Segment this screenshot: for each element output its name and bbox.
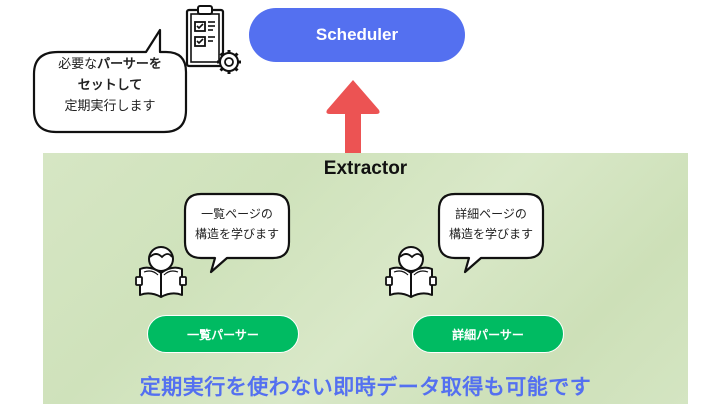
clipboard-gear-icon xyxy=(184,4,246,76)
person-reading-icon xyxy=(384,243,438,299)
scheduler-label: Scheduler xyxy=(315,25,399,44)
detail-parser-node: 詳細パーサー xyxy=(412,315,564,353)
bubble-text-bold: セットして xyxy=(77,78,143,93)
list-parser-node: 一覧パーサー xyxy=(147,315,299,353)
detail-parser-speech-bubble: 詳細ページの 構造を学びます xyxy=(437,192,545,274)
up-arrow-icon xyxy=(323,76,383,158)
bubble-text: 一覧ページの xyxy=(201,207,273,221)
bubble-text: 構造を学びます xyxy=(448,227,533,241)
scheduler-node: Scheduler xyxy=(249,8,465,62)
scheduler-speech-bubble: 必要なパーサーを セットして 定期実行します xyxy=(28,26,198,136)
bubble-text: 定期実行します xyxy=(64,99,156,114)
list-parser-speech-bubble: 一覧ページの 構造を学びます xyxy=(183,192,291,274)
bubble-text: 構造を学びます xyxy=(194,227,279,241)
person-reading-icon xyxy=(134,243,188,299)
list-parser-label: 一覧パーサー xyxy=(187,327,259,342)
bubble-text-bold: パーサーを xyxy=(97,57,162,72)
bubble-text: 必要な xyxy=(58,57,98,72)
detail-parser-label: 詳細パーサー xyxy=(452,327,524,342)
footer-caption: 定期実行を使わない即時データ取得も可能です xyxy=(139,375,592,399)
bubble-text: 詳細ページの xyxy=(455,207,527,221)
extractor-title: Extractor xyxy=(323,158,408,179)
